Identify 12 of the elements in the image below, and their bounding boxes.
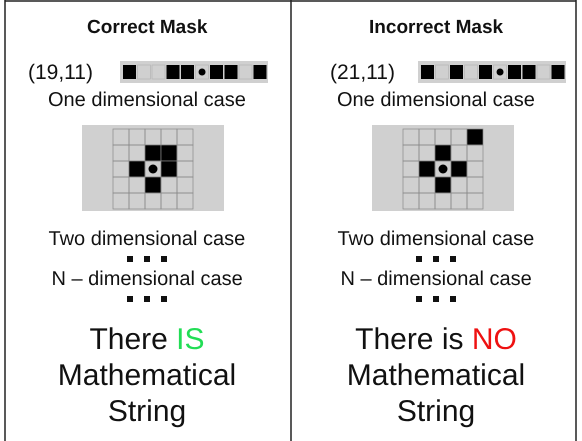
- mask-size-label: (21,11): [330, 61, 395, 84]
- case-caption: Two dimensional case: [338, 228, 534, 250]
- case-caption: N – dimensional case: [52, 268, 243, 290]
- column-heading: Incorrect Mask: [369, 18, 504, 39]
- conclusion-text: There is NO Mathematical String: [346, 322, 526, 430]
- case-caption: Two dimensional case: [48, 228, 246, 250]
- case-caption: N – dimensional case: [340, 268, 532, 290]
- case-caption: One dimensional case: [337, 89, 535, 111]
- column-heading: Correct Mask: [87, 18, 208, 39]
- conclusion-text: There IS Mathematical String: [56, 322, 238, 430]
- mask-size-label: (19,11): [28, 61, 93, 84]
- case-caption: One dimensional case: [48, 89, 246, 111]
